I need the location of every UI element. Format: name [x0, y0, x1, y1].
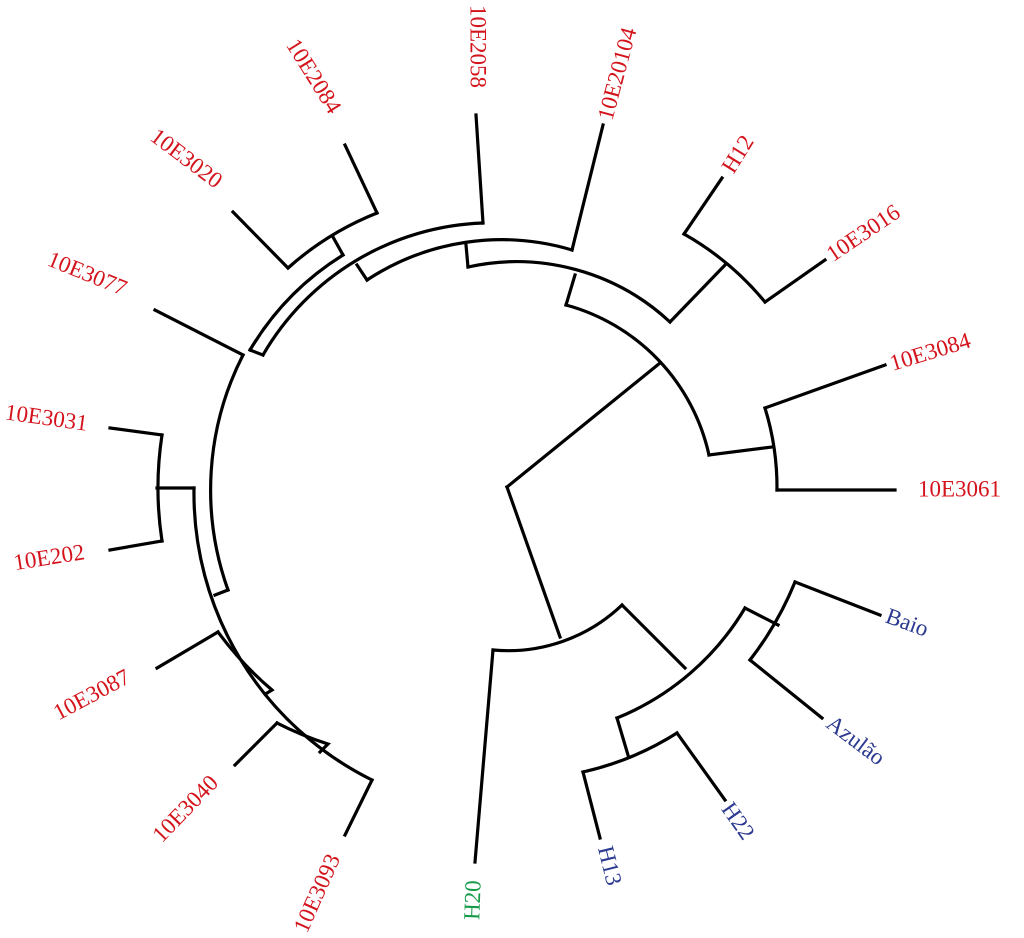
root-branch-upper: [504, 360, 663, 490]
leaf-branch-10E3016: [762, 257, 828, 305]
arc-upper-main: [564, 303, 711, 457]
leaf-branch-10E2058: [474, 113, 485, 225]
arc-2058: [260, 221, 485, 358]
leaf-branch-10E3093: [342, 777, 375, 838]
leaf-label-10E3016: 10E3016: [822, 199, 905, 266]
leaf-label-H22: H22: [717, 798, 760, 845]
leaf-branch-H12: [681, 175, 725, 237]
leaf-branch-10E3031: [108, 426, 164, 437]
leaf-branch-10E2084: [342, 142, 380, 216]
leaf-label-10E202: 10E202: [12, 539, 87, 575]
leaf-branch-10E3040: [232, 720, 280, 768]
arc-3031-202: [156, 433, 164, 543]
leaf-label-10E3093: 10E3093: [289, 850, 346, 936]
leaf-branch-H22: [674, 730, 728, 803]
leaf-label-10E3084: 10E3084: [887, 327, 974, 375]
leaf-label-10E3040: 10E3040: [147, 770, 223, 847]
branch: [742, 605, 781, 628]
arc-lower: [491, 602, 625, 653]
leaf-branch-H13: [581, 770, 602, 840]
arc-3077: [247, 252, 346, 353]
leaf-label-H13: H13: [593, 843, 627, 887]
branch: [212, 587, 231, 598]
arc-3040: [274, 720, 331, 755]
leaf-label-10E20104: 10E20104: [593, 24, 642, 122]
root-branch-lower: [504, 484, 563, 640]
leaf-label-10E2084: 10E2084: [281, 34, 346, 118]
leaf-label-10E3020: 10E3020: [146, 123, 227, 193]
leaf-label-H20: H20: [459, 880, 485, 920]
branch: [354, 262, 370, 283]
leaf-branch-H20: [473, 648, 495, 864]
branch: [247, 347, 266, 358]
leaf-label-10E3077: 10E3077: [44, 246, 130, 300]
leaf-branch-10E3087: [154, 629, 221, 671]
arc-20104: [364, 238, 574, 283]
leaf-label-10E3087: 10E3087: [49, 664, 134, 725]
leaf-branch-10E3020: [230, 209, 291, 271]
arc-baio-azulao: [747, 579, 798, 663]
arc-top: [466, 260, 673, 325]
leaf-branch-Baio: [792, 579, 883, 618]
leaf-label-H12: H12: [717, 131, 759, 178]
branch: [615, 716, 630, 757]
branch: [619, 602, 688, 671]
leaf-labels: 10E2058 10E20104 H12 10E3016 10E3084 10E…: [4, 5, 1001, 936]
arc-3084-3061: [762, 405, 779, 492]
arc-3087: [215, 629, 275, 696]
leaf-branch-10E20104: [570, 123, 605, 252]
branch: [667, 262, 728, 325]
arc-H13-H22: [581, 730, 680, 774]
arc-left-big: [209, 352, 246, 593]
leaf-branch-10E202: [108, 539, 164, 552]
leaf-label-10E2058: 10E2058: [466, 5, 491, 88]
arc-H12-3016: [681, 231, 768, 305]
branches: [108, 113, 897, 864]
branch: [330, 234, 346, 258]
leaf-branch-Azulao: [747, 657, 825, 721]
leaf-label-Azulao: Azulão: [822, 710, 890, 770]
arc-3020-2084: [285, 210, 380, 271]
branch: [707, 445, 774, 457]
leaf-label-10E3031: 10E3031: [4, 399, 90, 435]
leaf-label-10E3061: 10E3061: [918, 476, 1001, 501]
leaf-label-Baio: Baio: [882, 603, 931, 641]
branch: [564, 273, 577, 307]
branch: [464, 243, 470, 269]
leaf-branch-10E3084: [762, 362, 888, 411]
leaf-branch-10E3077: [152, 307, 246, 358]
arc-lower-right: [614, 605, 748, 721]
